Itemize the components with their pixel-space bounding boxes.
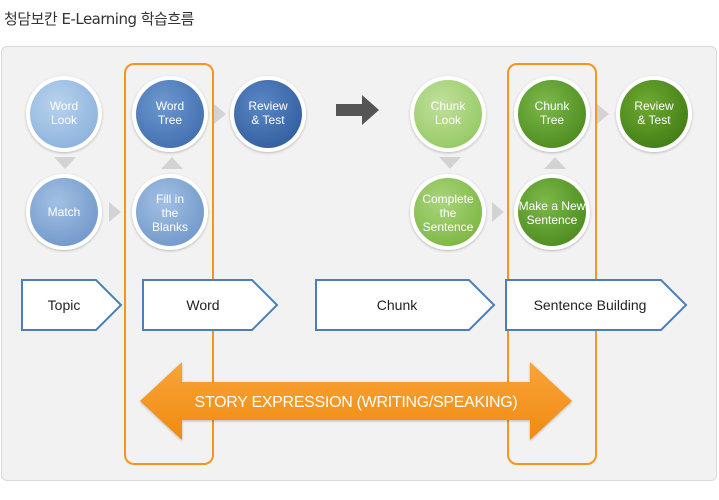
word-tree-line-2: Tree <box>158 113 183 127</box>
chunk-look-node: Chunk Look <box>410 76 486 152</box>
make-sentence-line-1: Make a New <box>519 199 586 213</box>
fill-blanks-line-3: Blanks <box>152 220 188 234</box>
chunk-look-line-1: Chunk <box>431 99 467 113</box>
review-test-1-node: Review & Test <box>230 76 306 152</box>
arrow-right-4-icon <box>597 104 609 124</box>
review-test-1-line-1: Review <box>248 99 288 113</box>
review-test-2-line-2: & Test <box>637 113 671 127</box>
match-line-1: Match <box>48 205 81 219</box>
stage-word-label: Word <box>186 297 219 313</box>
review-test-2-node: Review & Test <box>616 76 692 152</box>
story-expression-label: STORY EXPRESSION (WRITING/SPEAKING) <box>195 394 518 411</box>
make-sentence-node: Make a New Sentence <box>514 174 590 250</box>
word-tree-node: Word Tree <box>132 76 208 152</box>
arrow-up-1-icon <box>161 157 183 169</box>
complete-sentence-node: Complete the Sentence <box>410 174 486 250</box>
fill-blanks-line-2: the <box>162 206 179 220</box>
arrow-up-2-icon <box>544 157 566 169</box>
story-expression-arrow: STORY EXPRESSION (WRITING/SPEAKING) <box>140 362 572 440</box>
stage-topic-label: Topic <box>48 297 81 313</box>
word-look-node: Word Look <box>26 76 102 152</box>
stage-chunk-label: Chunk <box>377 297 418 313</box>
stage-topic: Topic <box>21 279 123 331</box>
chunk-look-line-2: Look <box>435 113 462 127</box>
chunk-tree-node: Chunk Tree <box>514 76 590 152</box>
word-tree-highlight-frame <box>124 63 214 465</box>
word-to-chunk-arrow-icon <box>336 95 379 125</box>
stage-sentence-building-label: Sentence Building <box>534 297 647 313</box>
arrow-right-1-icon <box>109 202 121 222</box>
word-look-line-1: Word <box>50 99 78 113</box>
fill-blanks-node: Fill in the Blanks <box>132 174 208 250</box>
arrow-down-1-icon <box>54 157 76 169</box>
match-node: Match <box>26 174 102 250</box>
word-tree-line-1: Word <box>156 99 184 113</box>
stage-word: Word <box>142 279 279 331</box>
complete-sentence-line-1: Complete <box>422 192 474 206</box>
make-sentence-line-2: Sentence <box>527 213 578 227</box>
arrow-right-2-icon <box>214 104 226 124</box>
stage-chunk: Chunk <box>315 279 496 331</box>
chunk-tree-highlight-frame <box>507 63 597 465</box>
word-look-line-2: Look <box>51 113 78 127</box>
complete-sentence-line-2: the <box>440 206 457 220</box>
arrow-right-3-icon <box>492 202 504 222</box>
chunk-tree-line-2: Tree <box>540 113 565 127</box>
stage-sentence-building: Sentence Building <box>505 279 688 331</box>
review-test-2-line-1: Review <box>634 99 674 113</box>
arrow-down-2-icon <box>439 157 461 169</box>
fill-blanks-line-1: Fill in <box>156 192 184 206</box>
complete-sentence-line-3: Sentence <box>423 220 474 234</box>
chunk-tree-line-1: Chunk <box>535 99 571 113</box>
review-test-1-line-2: & Test <box>251 113 285 127</box>
page-title: 청담보칸 E-Learning 학습흐름 <box>4 10 194 28</box>
